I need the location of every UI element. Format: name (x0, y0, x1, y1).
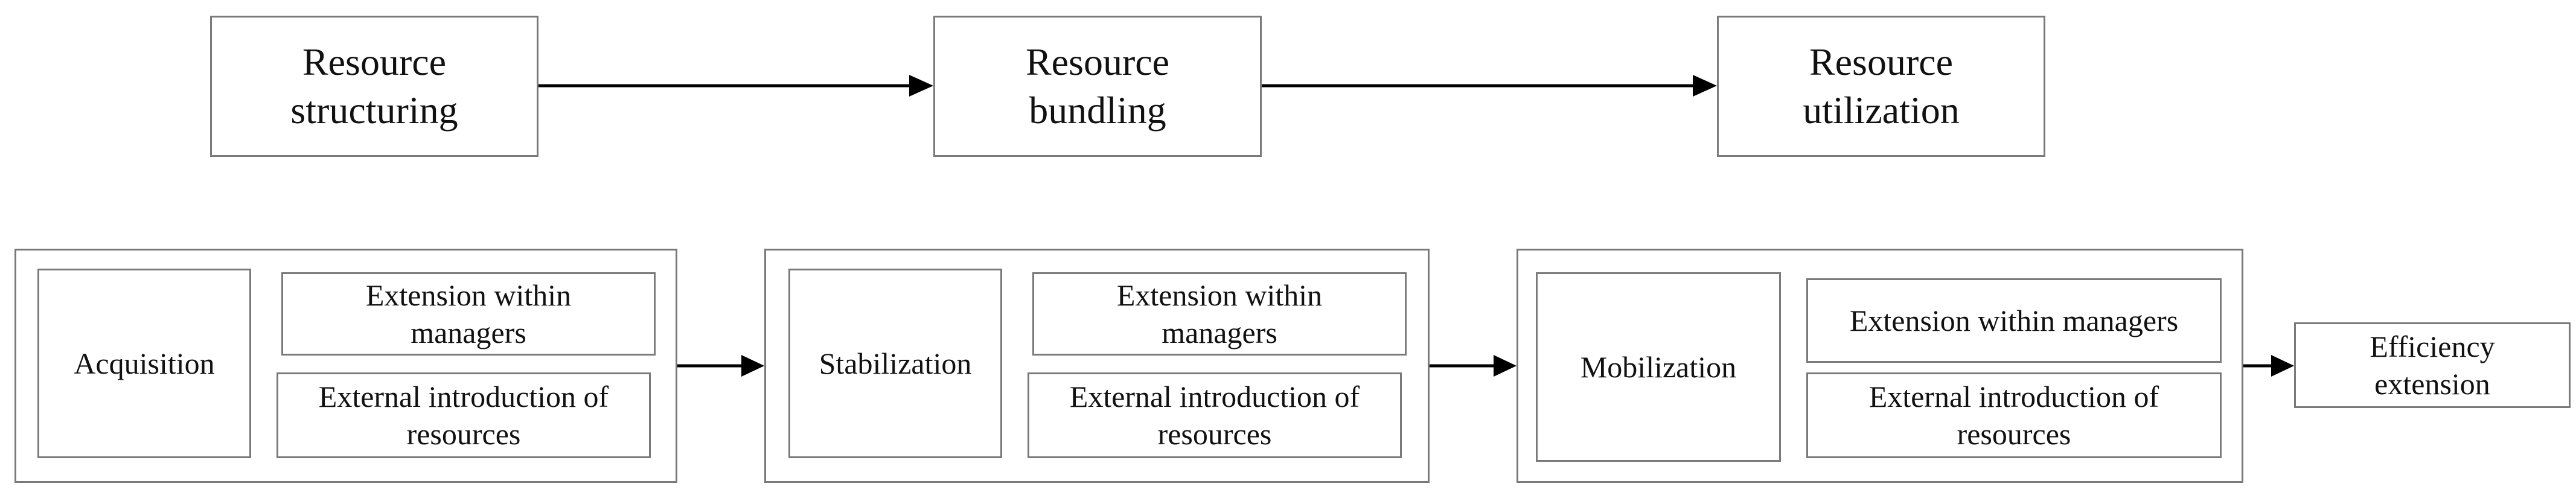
mobilization-external-resources-label: External introduction of resources (1868, 379, 2159, 452)
mobilization-within-managers-box: Extension within managers (1806, 278, 2222, 363)
resource-utilization-label: Resource utilization (1803, 40, 1960, 132)
acquisition-within-managers-label: Extension within managers (365, 278, 572, 350)
stabilization-within-managers-label: Extension within managers (1116, 278, 1323, 350)
stabilization-box: Stabilization (788, 269, 1002, 458)
arrow-structuring-to-bundling (539, 75, 933, 97)
arrow-stabilization-to-mobilization (1430, 355, 1517, 377)
mobilization-box: Mobilization (1536, 272, 1781, 462)
mobilization-label: Mobilization (1580, 350, 1737, 384)
arrow-mobilization-to-efficiency (2243, 355, 2294, 377)
arrow-bundling-to-utilization (1262, 75, 1717, 97)
resource-utilization-box: Resource utilization (1717, 16, 2045, 157)
efficiency-extension-label: Efficiency extension (2370, 329, 2495, 401)
acquisition-box: Acquisition (37, 269, 251, 458)
acquisition-external-resources-box: External introduction of resources (276, 372, 651, 458)
acquisition-external-resources-label: External introduction of resources (318, 379, 609, 452)
efficiency-extension-box: Efficiency extension (2294, 322, 2571, 408)
arrow-acquisition-to-stabilization (677, 355, 764, 377)
mobilization-within-managers-label: Extension within managers (1849, 303, 2179, 337)
resource-structuring-label: Resource structuring (290, 40, 458, 132)
resource-structuring-box: Resource structuring (210, 16, 539, 157)
stabilization-within-managers-box: Extension within managers (1032, 272, 1407, 356)
acquisition-within-managers-box: Extension within managers (281, 272, 656, 356)
stabilization-external-resources-box: External introduction of resources (1028, 372, 1402, 458)
resource-bundling-box: Resource bundling (933, 16, 1262, 157)
stabilization-external-resources-label: External introduction of resources (1069, 379, 1360, 452)
stabilization-label: Stabilization (819, 346, 972, 380)
acquisition-label: Acquisition (74, 346, 215, 380)
resource-bundling-label: Resource bundling (1025, 40, 1170, 132)
mobilization-external-resources-box: External introduction of resources (1806, 372, 2222, 458)
